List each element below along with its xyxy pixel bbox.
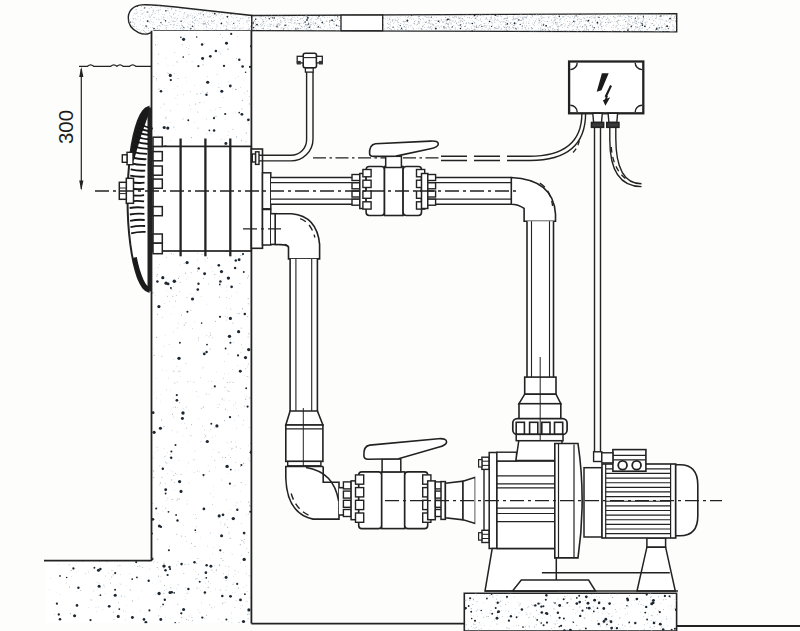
svg-text:300: 300 — [54, 110, 77, 144]
